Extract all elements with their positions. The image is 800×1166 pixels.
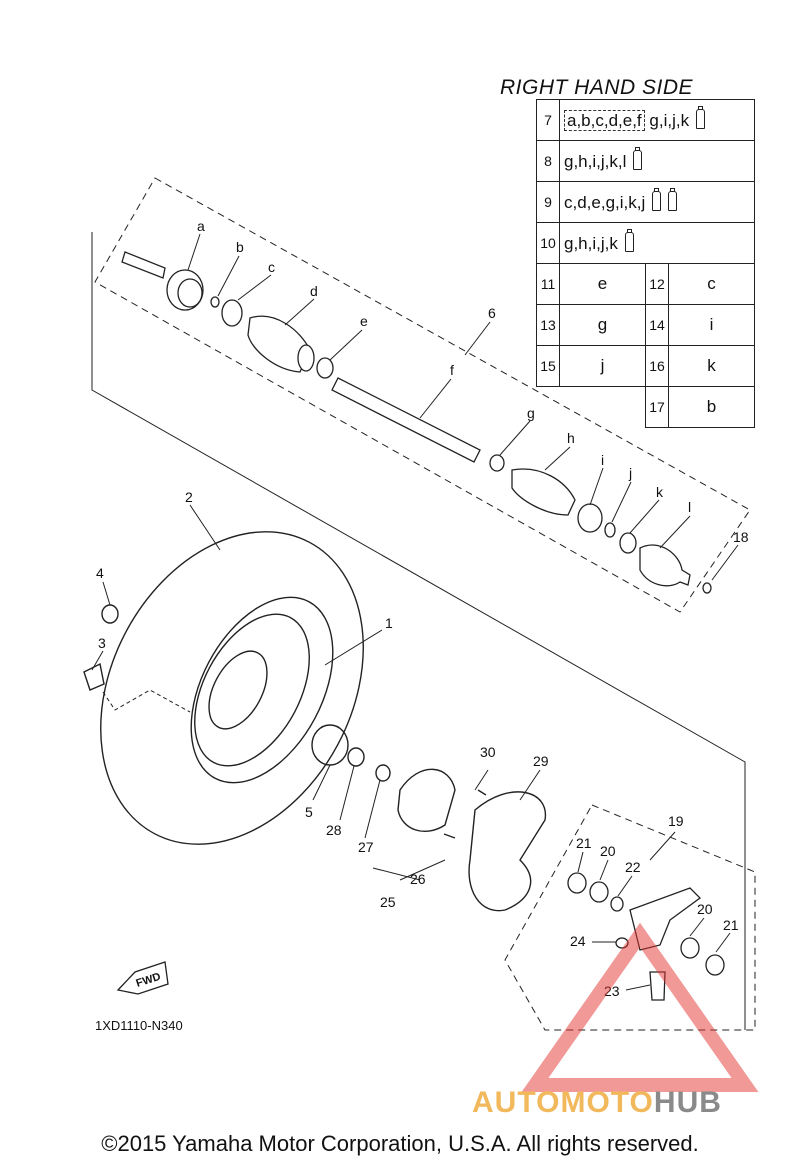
callout-5: 5 (305, 804, 313, 820)
row-number: 9 (536, 181, 560, 223)
diagram-code: 1XD1110-N340 (95, 1018, 183, 1033)
table-row: 8 g,h,i,j,k,l (536, 140, 755, 182)
callout-h: h (567, 430, 575, 446)
callout-b: b (236, 239, 244, 255)
row-value: j (559, 345, 646, 387)
row-number: 8 (536, 140, 560, 182)
callout-f: f (450, 362, 454, 378)
empty-cell (560, 387, 646, 428)
shaft-callouts (187, 233, 739, 581)
row-number: 17 (644, 386, 669, 428)
row-value: g (559, 304, 646, 346)
row-value: c (667, 263, 756, 305)
callout-4: 4 (96, 565, 104, 581)
grease-tube-icon (652, 188, 661, 211)
row-value: k (667, 345, 756, 387)
callout-6: 6 (488, 305, 496, 321)
callout-g: g (527, 405, 535, 421)
row-number: 15 (536, 345, 560, 387)
knuckle-group-outline (504, 804, 756, 1031)
row-value: b (667, 386, 756, 428)
codes-text: c,d,e,g,i,k,j (564, 193, 646, 212)
callout-27: 27 (358, 839, 374, 855)
leader-frame (91, 232, 746, 1030)
grease-tube-icon (633, 147, 643, 170)
stud-leader (102, 689, 191, 713)
callout-1: 1 (385, 615, 393, 631)
callout-l: l (688, 499, 691, 515)
row-codes: g,h,i,j,k,l (559, 140, 755, 182)
grease-tube-icon (667, 188, 677, 211)
row-number: 14 (644, 304, 669, 346)
dashed-codes: a,b,c,d,e,f (564, 110, 645, 131)
table-title: RIGHT HAND SIDE (500, 76, 694, 99)
row-number: 10 (536, 222, 560, 264)
watermark-part1: AUTO (472, 1086, 561, 1119)
callout-c: c (268, 259, 275, 275)
callout-i: i (601, 452, 604, 468)
row-number: 7 (536, 99, 560, 141)
row-number: 12 (644, 263, 669, 305)
row-codes: a,b,c,d,e,f g,i,j,k (559, 99, 755, 141)
row-codes: g,h,i,j,k (559, 222, 755, 264)
callout-29: 29 (533, 753, 549, 769)
copyright-notice: ©2015 Yamaha Motor Corporation, U.S.A. A… (101, 1131, 699, 1156)
callout-28: 28 (326, 822, 342, 838)
row-number: 13 (536, 304, 560, 346)
wheel-assembly (83, 531, 546, 912)
callout-18: 18 (733, 529, 749, 545)
codes-text: g,h,i,j,k,l (564, 152, 627, 171)
grease-tube-icon (624, 229, 634, 252)
table-row: 7 a,b,c,d,e,f g,i,j,k (536, 99, 755, 141)
watermark-triangle (521, 922, 759, 1092)
watermark-part2: MOTO (560, 1086, 654, 1119)
callout-22: 22 (625, 859, 641, 875)
callout-30: 30 (480, 744, 496, 760)
shaft-group-outline (94, 177, 751, 613)
callout-25: 25 (380, 894, 396, 910)
row-value: i (667, 304, 756, 346)
watermark-part3: HUB (653, 1086, 722, 1119)
table-row: 13 g 14 i (536, 304, 756, 346)
callout-21a: 21 (576, 835, 592, 851)
parts-table: 7 a,b,c,d,e,f g,i,j,k 8 g,h,i,j,k,l 9 c,… (536, 99, 756, 428)
table-row: 11 e 12 c (536, 263, 756, 305)
callout-24: 24 (570, 933, 586, 949)
drive-shaft-parts (121, 251, 712, 594)
callout-2: 2 (185, 489, 193, 505)
shaft-letters: a b c d e f g h i j k l (197, 218, 691, 515)
callout-j: j (628, 465, 632, 481)
fwd-arrow: FWD (116, 961, 169, 995)
watermark-logo: AUTOMOTOHUB (472, 1086, 722, 1120)
table-row: 10 g,h,i,j,k (536, 222, 755, 264)
codes-text: g,i,j,k (649, 111, 690, 130)
row-codes: c,d,e,g,i,k,j (559, 181, 755, 223)
codes-text: g,h,i,j,k (564, 234, 618, 253)
table-row: 9 c,d,e,g,i,k,j (536, 181, 755, 223)
callout-19: 19 (668, 813, 684, 829)
row-number: 11 (536, 263, 560, 305)
callout-a: a (197, 218, 205, 234)
callout-26: 26 (410, 871, 426, 887)
callout-d: d (310, 283, 318, 299)
number-callouts: 1 2 3 4 5 6 18 19 20 20 21 21 22 23 24 2… (96, 305, 749, 999)
callout-3: 3 (98, 635, 106, 651)
row-value: e (559, 263, 646, 305)
table-row: 15 j 16 k (536, 345, 756, 387)
grease-tube-icon (695, 106, 705, 129)
empty-cell (537, 387, 560, 428)
callout-21b: 21 (723, 917, 739, 933)
callout-e: e (360, 313, 368, 329)
number-callout-lines (91, 504, 731, 991)
table-row: 17 b (537, 386, 756, 428)
callout-20b: 20 (697, 901, 713, 917)
row-number: 16 (644, 345, 669, 387)
callout-k: k (656, 484, 664, 500)
callout-20a: 20 (600, 843, 616, 859)
